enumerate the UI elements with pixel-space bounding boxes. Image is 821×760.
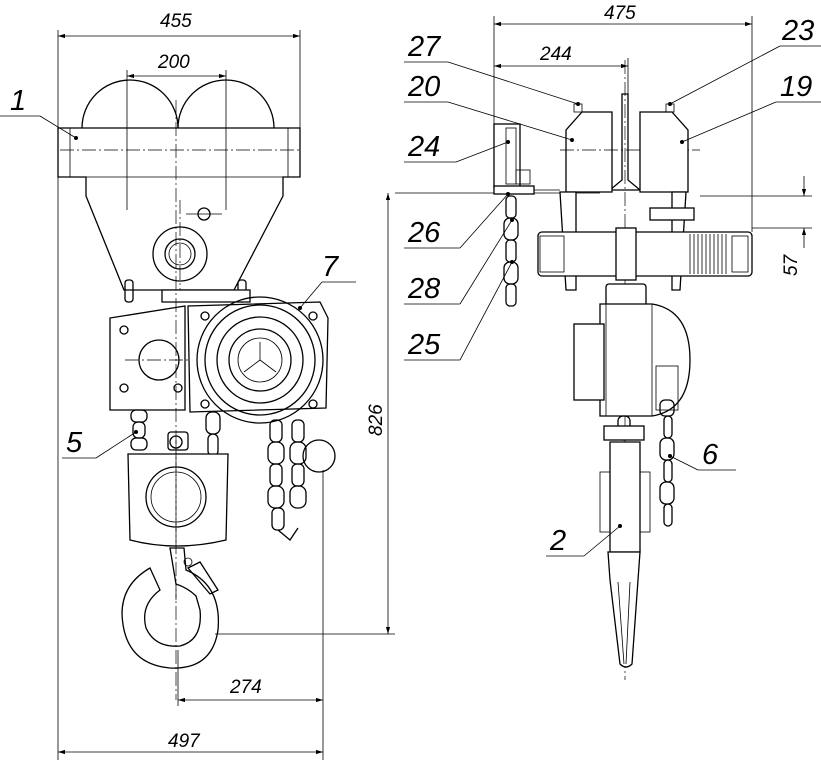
hand-wheel bbox=[196, 296, 324, 424]
dim-455: 455 bbox=[160, 11, 192, 32]
dim-57: 57 bbox=[781, 253, 802, 276]
hook-block-side bbox=[609, 441, 641, 553]
side-callouts: 27 20 24 26 28 25 23 19 6 bbox=[404, 15, 821, 557]
side-wheel-right bbox=[639, 111, 689, 193]
traverse-chain bbox=[503, 195, 519, 307]
callout-5: 5 bbox=[66, 427, 83, 459]
load-hook bbox=[121, 547, 220, 669]
traverse-shaft bbox=[493, 185, 535, 195]
dim-497: 497 bbox=[168, 731, 201, 752]
dim-200: 200 bbox=[157, 52, 190, 73]
load-chain-left bbox=[130, 409, 148, 451]
shaft-spacers bbox=[689, 234, 727, 274]
chain-guide-ball bbox=[302, 439, 336, 473]
dim-826: 826 bbox=[366, 404, 387, 436]
callout-23: 23 bbox=[781, 15, 814, 47]
side-wheel-left bbox=[565, 111, 613, 193]
side-dimensions: 475 244 57 bbox=[493, 3, 812, 276]
front-dimensions: 455 200 497 274 826 bbox=[57, 11, 600, 760]
callout-24: 24 bbox=[407, 131, 440, 163]
dim-244: 244 bbox=[539, 44, 572, 65]
callout-25: 25 bbox=[407, 329, 441, 361]
suspension-pin bbox=[615, 227, 637, 281]
callout-19: 19 bbox=[780, 71, 812, 103]
front-trolley-frame bbox=[57, 127, 301, 291]
callout-6: 6 bbox=[702, 439, 719, 471]
dim-274: 274 bbox=[229, 677, 262, 698]
front-view bbox=[57, 79, 336, 700]
callout-2: 2 bbox=[549, 525, 566, 557]
callout-26: 26 bbox=[407, 217, 441, 249]
front-callouts: 1 7 5 bbox=[0, 85, 356, 459]
callout-1: 1 bbox=[10, 85, 26, 117]
hook-side bbox=[607, 551, 641, 668]
hook-block bbox=[127, 453, 229, 547]
hand-wheel-housing bbox=[187, 301, 329, 413]
hoist-body-side bbox=[599, 303, 691, 417]
dim-475: 475 bbox=[604, 3, 636, 24]
callout-20: 20 bbox=[407, 71, 440, 103]
callout-27: 27 bbox=[407, 31, 442, 63]
callout-28: 28 bbox=[407, 273, 440, 305]
cross-shaft bbox=[537, 231, 753, 277]
front-wheel-left bbox=[81, 79, 179, 129]
hand-chain-side bbox=[659, 399, 675, 527]
gearbox-cover bbox=[109, 305, 186, 411]
hook-latch bbox=[186, 561, 219, 595]
callout-7: 7 bbox=[322, 251, 340, 283]
side-view bbox=[493, 60, 753, 680]
